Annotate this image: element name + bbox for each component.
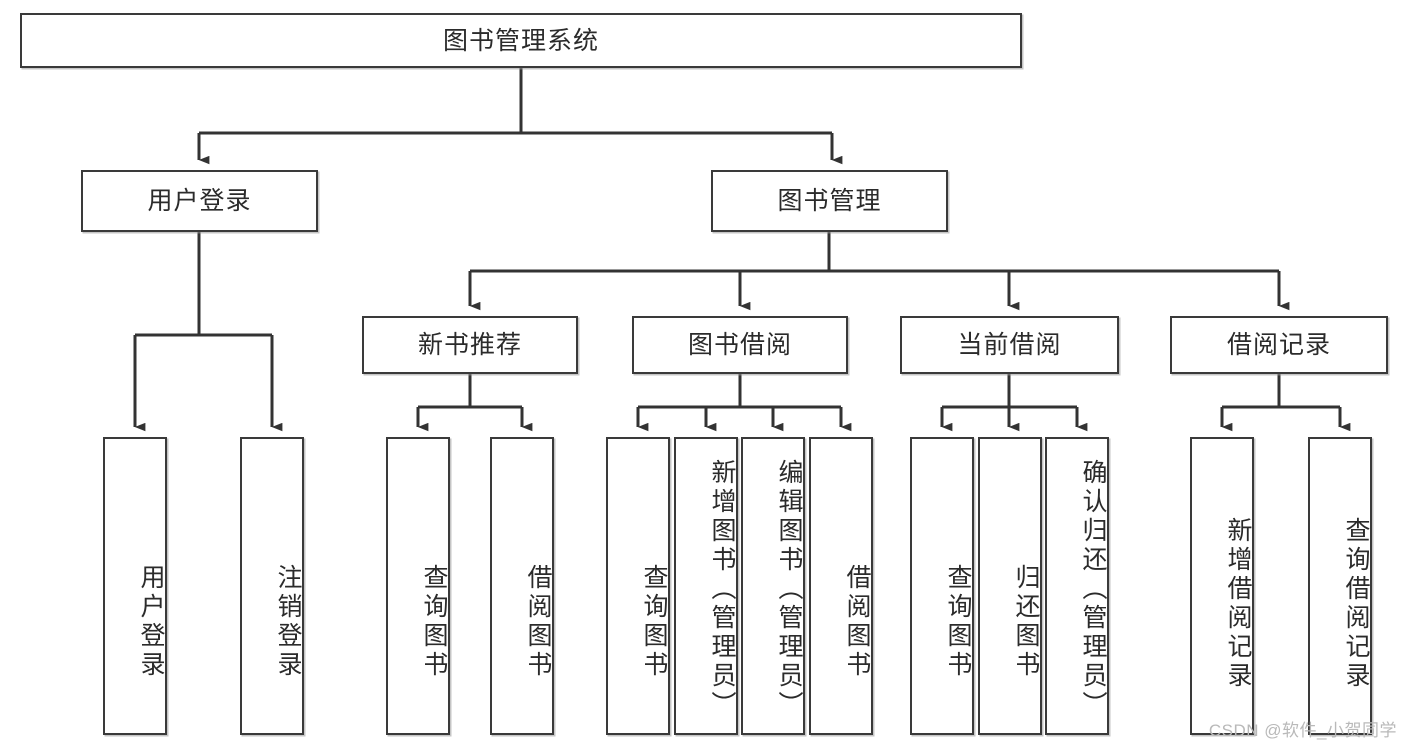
- node-borrow-record[interactable]: 借阅记录: [1170, 316, 1388, 374]
- leaf-borrow-book-2[interactable]: 借阅图书: [809, 437, 873, 735]
- node-book-borrow[interactable]: 图书借阅: [632, 316, 848, 374]
- node-label: 新增借阅记录: [1224, 517, 1252, 691]
- node-label: 确认归还（管理员）: [1079, 458, 1107, 720]
- leaf-confirm-return[interactable]: 确认归还（管理员）: [1045, 437, 1109, 735]
- node-label: 新增图书（管理员）: [708, 458, 736, 720]
- leaf-query-book-2[interactable]: 查询图书: [606, 437, 670, 735]
- node-new-book-recommend[interactable]: 新书推荐: [362, 316, 578, 374]
- node-label: 查询借阅记录: [1342, 517, 1370, 691]
- node-label: 查询图书: [944, 564, 972, 680]
- node-label: 新书推荐: [417, 331, 522, 359]
- leaf-query-book-3[interactable]: 查询图书: [910, 437, 974, 735]
- node-label: 编辑图书（管理员）: [775, 458, 803, 720]
- node-label: 借阅图书: [524, 564, 552, 680]
- node-label: 用户登录: [137, 564, 165, 680]
- leaf-add-book[interactable]: 新增图书（管理员）: [674, 437, 738, 735]
- leaf-user-login[interactable]: 用户登录: [103, 437, 167, 735]
- node-label: 当前借阅: [957, 331, 1062, 359]
- node-root-system[interactable]: 图书管理系统: [20, 13, 1022, 68]
- node-label: 图书管理系统: [442, 26, 599, 55]
- leaf-add-record[interactable]: 新增借阅记录: [1190, 437, 1254, 735]
- leaf-return-book[interactable]: 归还图书: [978, 437, 1042, 735]
- node-label: 图书借阅: [687, 331, 792, 359]
- node-label: 借阅记录: [1226, 331, 1331, 359]
- leaf-logout[interactable]: 注销登录: [240, 437, 304, 735]
- node-label: 查询图书: [640, 564, 668, 680]
- node-label: 图书管理: [777, 187, 882, 215]
- leaf-query-record[interactable]: 查询借阅记录: [1308, 437, 1372, 735]
- node-label: 归还图书: [1012, 564, 1040, 680]
- leaf-query-book-1[interactable]: 查询图书: [386, 437, 450, 735]
- node-current-borrow[interactable]: 当前借阅: [900, 316, 1119, 374]
- node-user-login[interactable]: 用户登录: [81, 170, 318, 232]
- node-label: 借阅图书: [843, 564, 871, 680]
- node-label: 注销登录: [274, 564, 302, 680]
- node-book-manage[interactable]: 图书管理: [711, 170, 948, 232]
- csdn-watermark: CSDN @软件_小贺同学: [1208, 721, 1397, 740]
- leaf-edit-book[interactable]: 编辑图书（管理员）: [741, 437, 805, 735]
- node-label: 查询图书: [420, 564, 448, 680]
- leaf-borrow-book-1[interactable]: 借阅图书: [490, 437, 554, 735]
- node-label: 用户登录: [147, 187, 252, 215]
